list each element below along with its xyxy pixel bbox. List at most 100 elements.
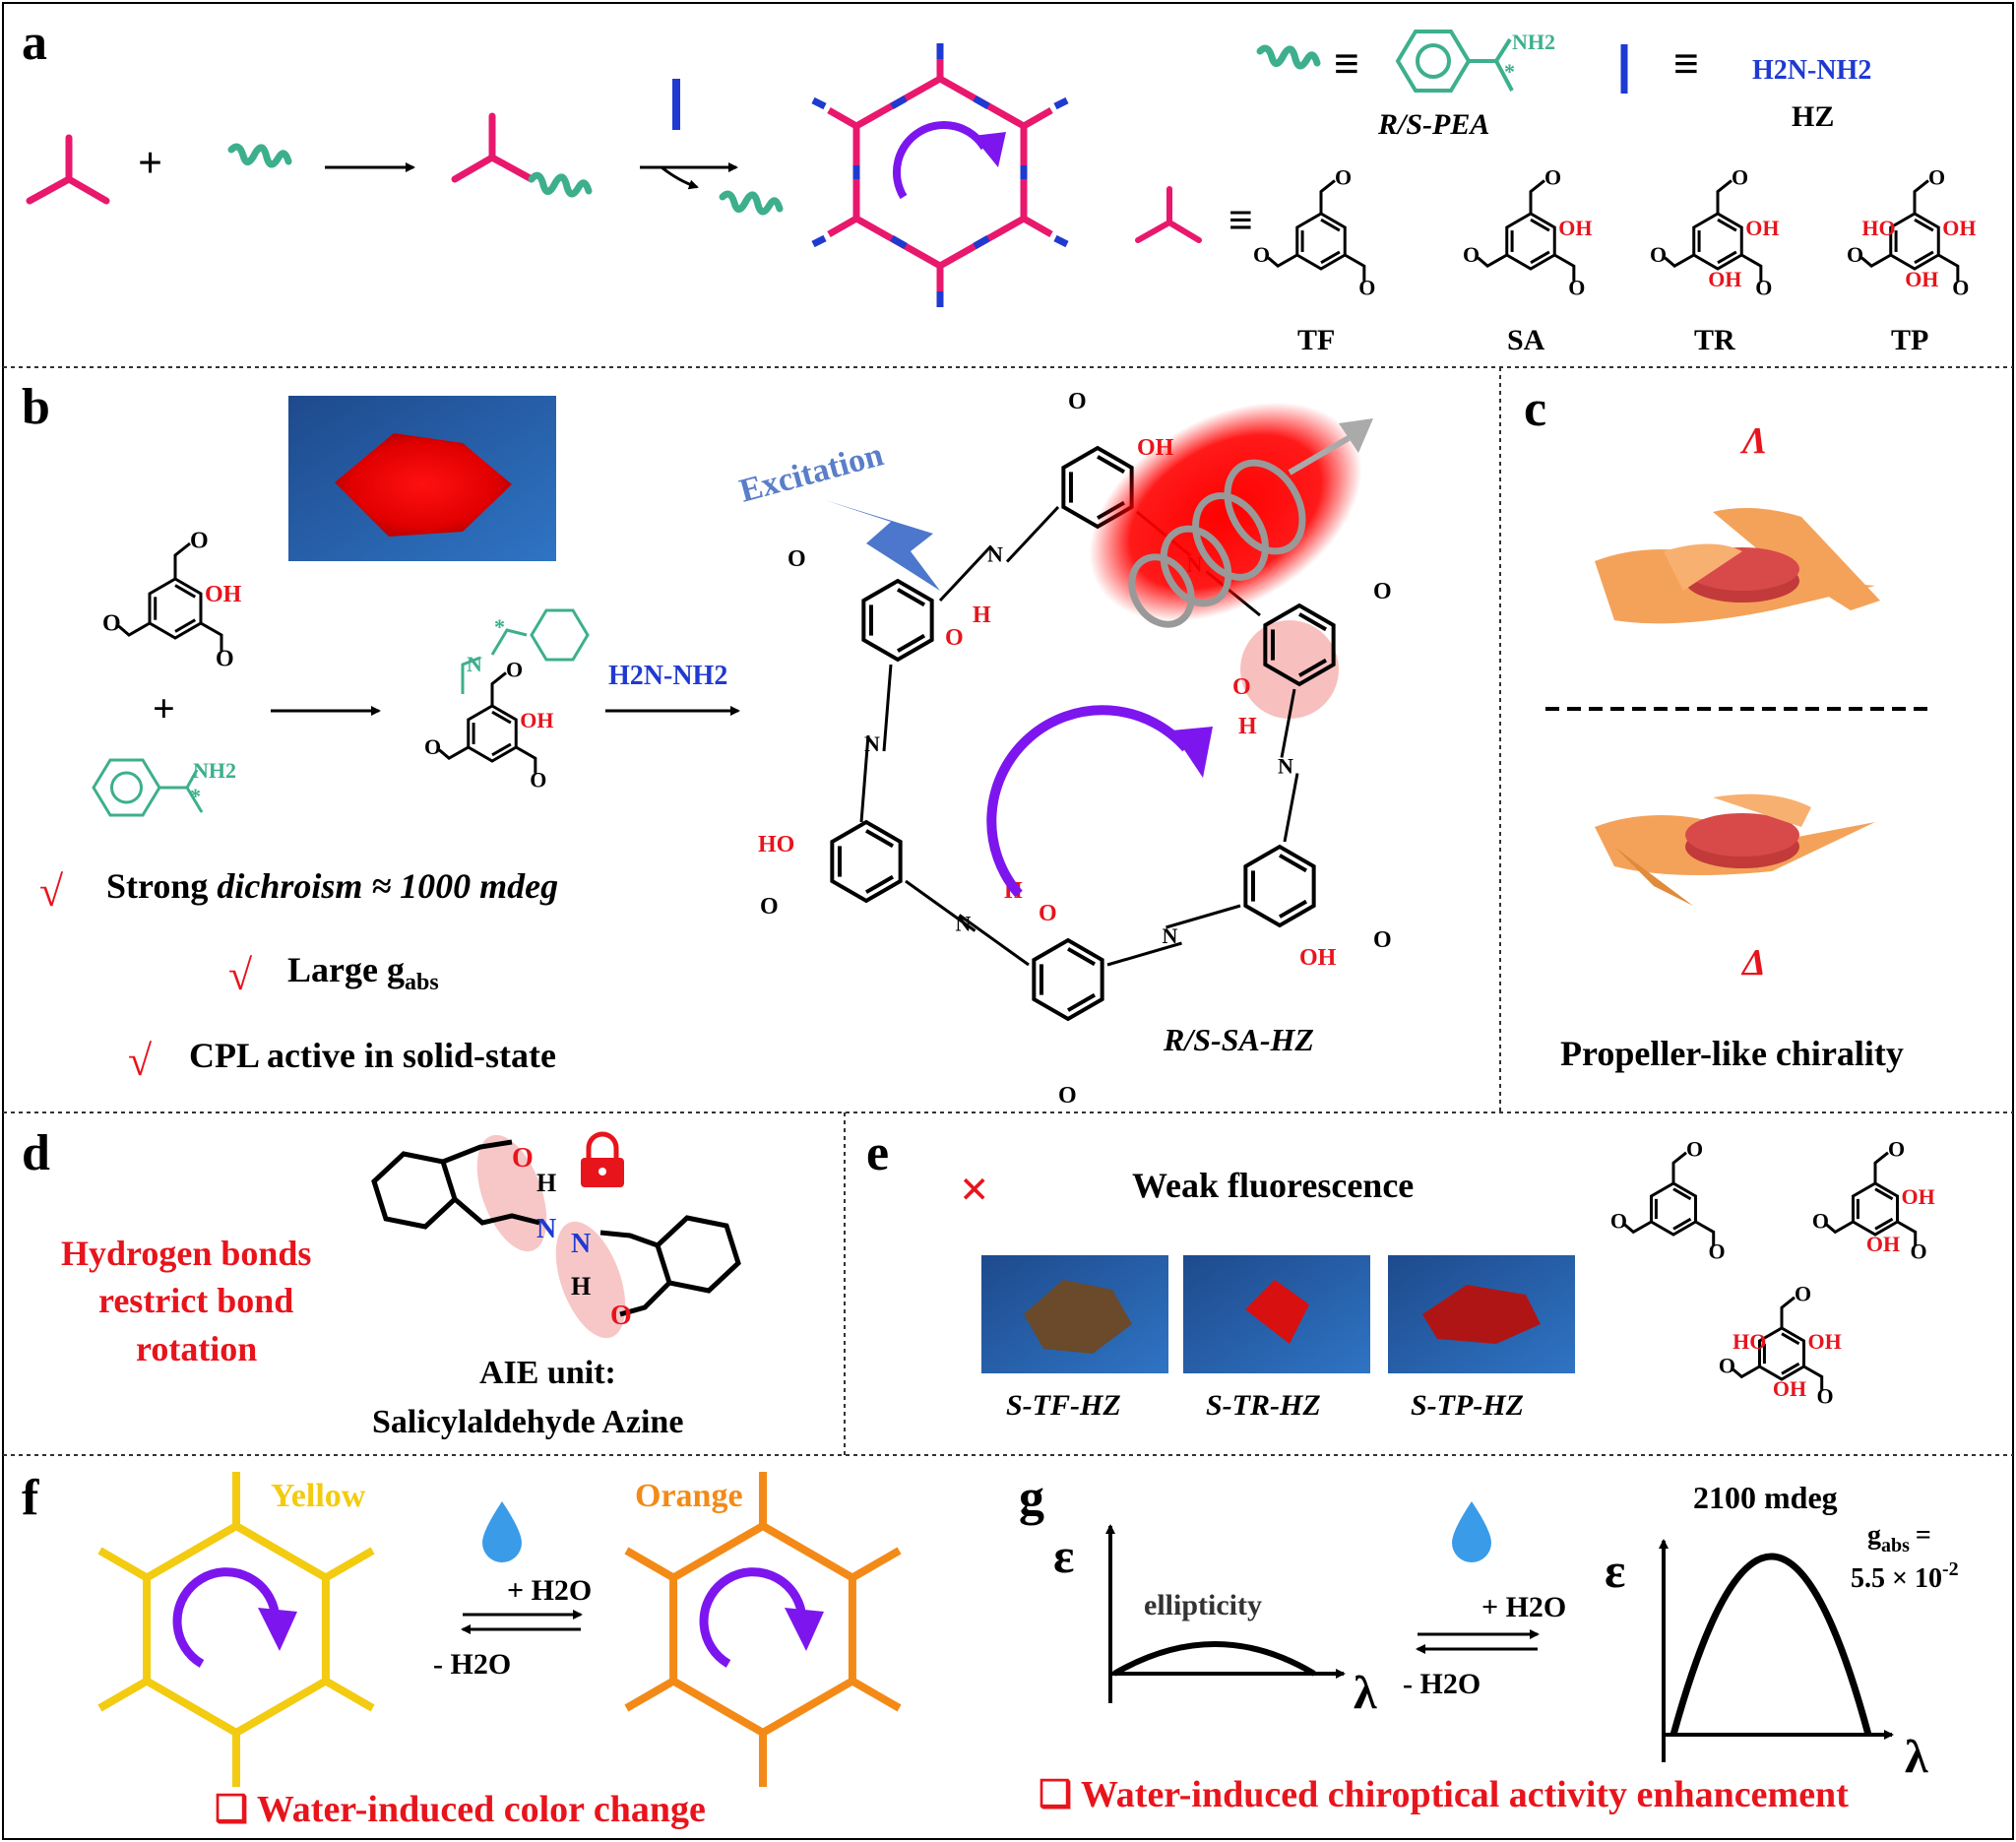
- macro-o-1: O: [945, 625, 964, 651]
- ring-double-bond: [896, 633, 926, 653]
- azine-o-1: O: [512, 1143, 534, 1174]
- pea-name: R/S-PEA: [1377, 108, 1489, 141]
- benzene-ring: [1757, 1326, 1806, 1381]
- azine-n-1: N: [536, 1214, 556, 1244]
- rotation-arrow-icon: [699, 1567, 807, 1668]
- f-plus-water: + H2O: [507, 1574, 592, 1607]
- g-right-lambda: λ: [1905, 1731, 1928, 1783]
- panel-label-c: c: [1524, 381, 1546, 437]
- o-top: O: [506, 658, 523, 682]
- macro-cho-o-4: O: [1058, 1083, 1077, 1109]
- azine-n: N: [1278, 754, 1293, 779]
- oh-bottom: OH: [1773, 1376, 1806, 1401]
- macro-h-2: H: [1238, 714, 1257, 739]
- panel-g: g ε λ ellipticity + H2O - H2O ε λ 2100 m…: [1019, 1470, 1959, 1815]
- g-caption: ❑ Water-induced chiroptical activity enh…: [1039, 1774, 1849, 1815]
- hexagon-spoke: [323, 1678, 375, 1712]
- hexagon-spoke: [97, 1547, 150, 1581]
- ellipticity-label: ellipticity: [1144, 1589, 1262, 1621]
- ring-double-bond: [1914, 218, 1934, 232]
- propeller-delta-icon: [1595, 794, 1875, 906]
- o-right: O: [1817, 1384, 1834, 1409]
- ring-double-bond: [1672, 1217, 1692, 1231]
- feature-list: √Strong dichroism ≈ 1000 mdeg√Large gabs…: [39, 866, 558, 1085]
- chiral-amine-coil-icon: [227, 143, 292, 168]
- cho-top: [1873, 1151, 1889, 1183]
- imine-star: *: [494, 614, 505, 639]
- ring-double-bond: [1781, 1332, 1800, 1346]
- cho-right: [1937, 253, 1960, 282]
- propeller-caption: Propeller-like chirality: [1560, 1034, 1904, 1073]
- pea-ring: [530, 608, 590, 662]
- feature-text-2: Large gabs: [287, 950, 439, 995]
- o-right: O: [1568, 276, 1585, 300]
- monomer-label-tr: TR: [1694, 324, 1735, 356]
- ring-double-bond: [1717, 250, 1737, 265]
- azine-o-2: O: [610, 1301, 632, 1331]
- o-right: O: [1755, 276, 1772, 300]
- hexagon-spoke: [850, 1678, 902, 1712]
- benzene-ring: [1295, 212, 1347, 271]
- rotation-arrowhead: [258, 1608, 297, 1651]
- cho-left: [1623, 1220, 1653, 1235]
- monomer-label-tf: TF: [1297, 324, 1335, 356]
- ring-double-bond: [1874, 1217, 1894, 1231]
- oh-upper-right: OH: [1745, 216, 1779, 240]
- o-left: O: [1650, 242, 1667, 267]
- cof-hexagon-icon: [811, 43, 1069, 307]
- monomer-tf: OOO: [1253, 165, 1375, 300]
- ring-double-bond: [1717, 218, 1737, 232]
- helix-glow-icon: [1089, 402, 1373, 628]
- benzene-ring: [861, 578, 934, 663]
- hexagon-spoke: [323, 1547, 375, 1581]
- sample-label-tp: S-TP-HZ: [1411, 1389, 1524, 1422]
- pea-aromatic: [110, 771, 143, 804]
- panel-label-e: e: [866, 1125, 889, 1181]
- feature-text-3: CPL active in solid-state: [189, 1036, 556, 1075]
- gabs-label: gabs=: [1867, 1520, 1931, 1556]
- panel-e: e × Weak fluorescence S-TF-HZ S-TR-HZ S-…: [866, 1125, 1935, 1422]
- cho-left: [1825, 1220, 1855, 1235]
- macro-cho-o-1: O: [788, 546, 806, 572]
- product-label: R/S-SA-HZ: [1163, 1022, 1314, 1057]
- orange-hexagon-icon: [624, 1472, 902, 1787]
- f-minus-water: - H2O: [433, 1648, 511, 1681]
- ring-double-bond: [1066, 947, 1097, 967]
- sample-label-tf: S-TF-HZ: [1006, 1389, 1121, 1422]
- lambda-symbol: Λ: [1739, 420, 1767, 462]
- panel-c: c Λ Δ Propeller-like chirality: [1524, 381, 1927, 1073]
- ring-double-bond: [1097, 455, 1126, 475]
- cho-right: [1740, 253, 1763, 282]
- hexagon-spoke: [624, 1678, 676, 1712]
- o-top: O: [1795, 1282, 1811, 1306]
- macro-oh-2: OH: [1299, 945, 1337, 971]
- o-right: O: [216, 647, 234, 672]
- cho-top: [1319, 179, 1336, 214]
- o-left: O: [1253, 242, 1270, 267]
- ring-double-bond: [1067, 992, 1097, 1012]
- ring-double-bond: [1297, 658, 1328, 677]
- cho-right: [1896, 1220, 1918, 1246]
- pea-imine-substituent: N*: [461, 608, 590, 694]
- pea-structure-icon: [1395, 30, 1514, 93]
- macro-o-2: O: [1232, 674, 1251, 700]
- panel-label-f: f: [22, 1470, 39, 1526]
- o-left: O: [1719, 1354, 1735, 1378]
- tripod-legend-icon: [1135, 186, 1202, 243]
- sample-label-tr: S-TR-HZ: [1206, 1389, 1321, 1422]
- cho-left: [1732, 1365, 1761, 1379]
- cho-top: [1913, 179, 1929, 214]
- azine-bond: [938, 544, 993, 603]
- benzene-ring: [1032, 937, 1104, 1022]
- o-top: O: [1888, 1137, 1905, 1162]
- imine-bond: [461, 656, 481, 694]
- ring-double-bond: [1320, 250, 1341, 265]
- panel-d: d Hydrogen bonds restrict bond rotation …: [22, 1125, 741, 1440]
- imine-n: N: [467, 652, 482, 676]
- o-top: O: [1335, 165, 1352, 190]
